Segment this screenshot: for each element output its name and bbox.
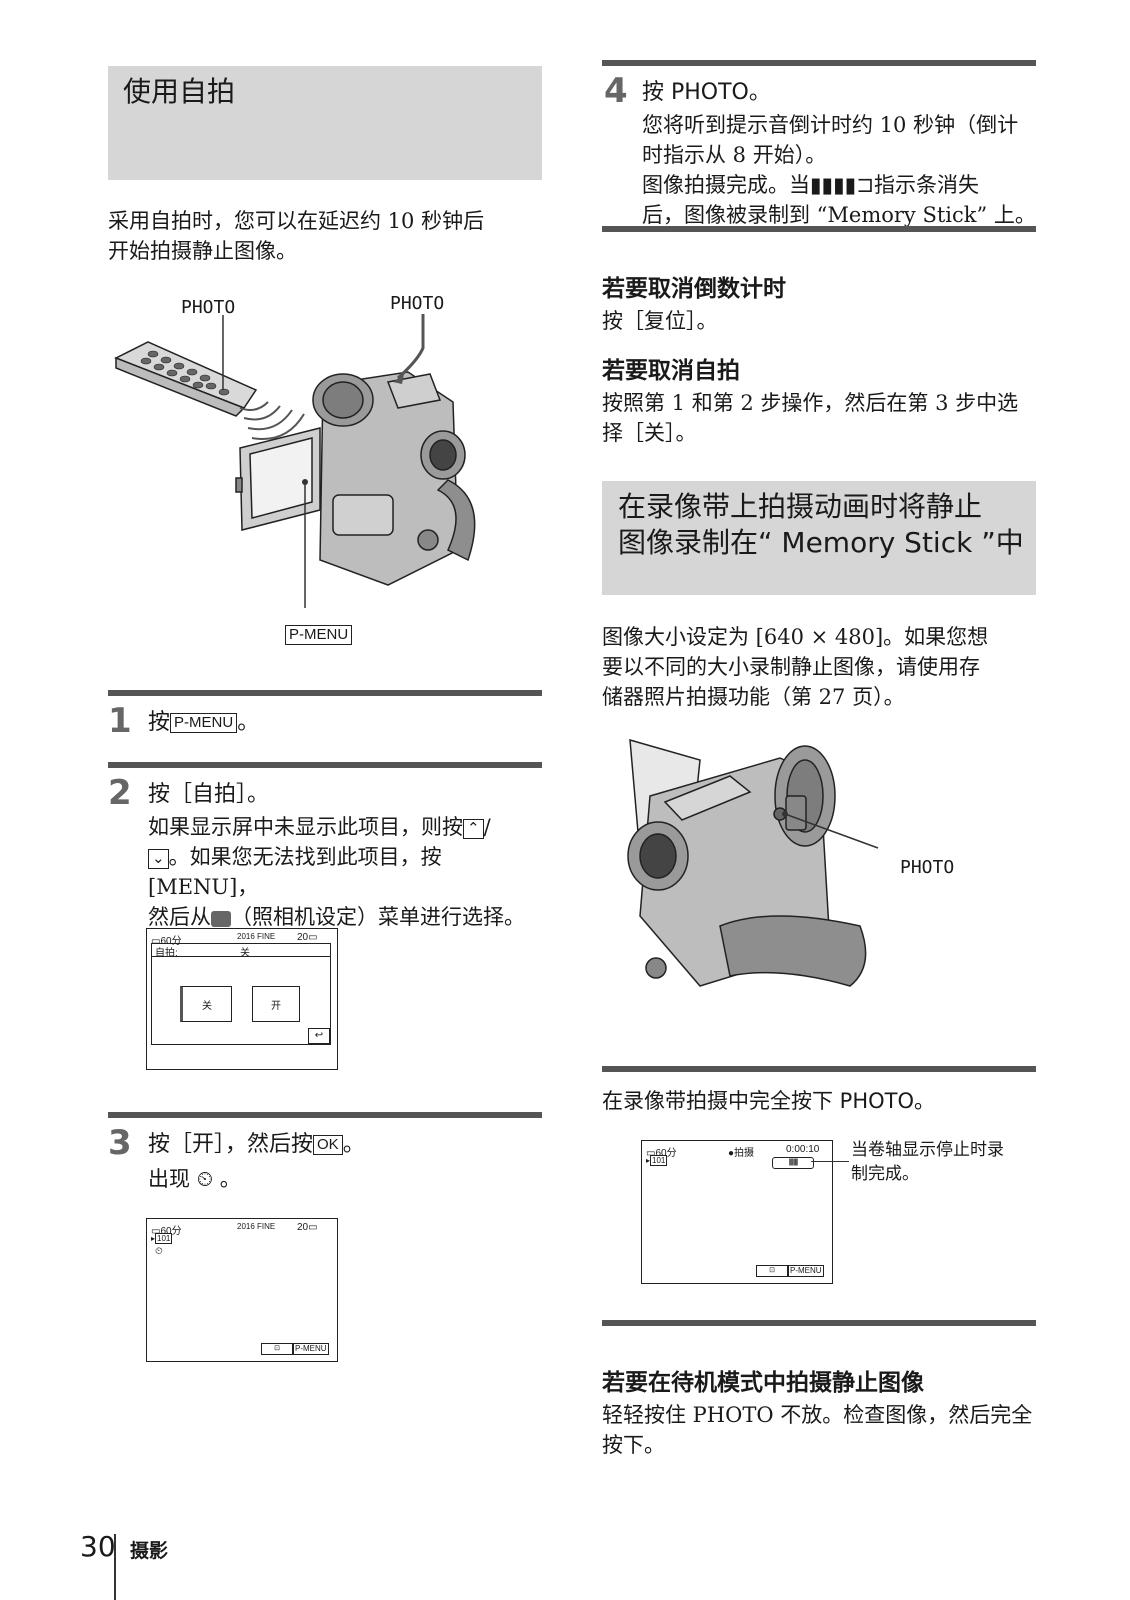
pmenu-button: P-MENU [170, 713, 238, 733]
pmenu-label: P-MENU [285, 624, 353, 645]
section-title-line2: 图像录制在“ Memory Stick ”中 [618, 526, 1024, 559]
section-header-tape-still: 在录像带上拍摄动画时将静止 图像录制在“ Memory Stick ”中 [602, 481, 1036, 595]
cancel-self-timer-text: 按照第 1 和第 2 步操作，然后在第 3 步中选 择［关］。 [602, 391, 1019, 445]
scroll-up-icon: ⌃ [463, 818, 484, 839]
cancel-countdown-title: 若要取消倒数计时 [602, 276, 786, 302]
remote-control [114, 341, 258, 417]
footer-divider [114, 1534, 116, 1600]
signal-waves [239, 401, 305, 440]
lcd-tape-recording: ▭60分 ▸101 ●拍摄 0:00:10 ||||||||||| ⊡ P-ME… [641, 1140, 833, 1284]
camcorder [312, 371, 476, 586]
off-button[interactable]: 关 [180, 986, 232, 1022]
camcorder-remote-illustration [114, 314, 476, 608]
step1-rule [108, 690, 542, 696]
lcd-self-timer-menu: ▭60分 2016 FINE 20▭ 自拍: 关 关 开 ↩ [146, 928, 338, 1070]
step2-title: 按［自拍］。 [148, 782, 270, 807]
section-header-self-timer: 使用自拍 [108, 66, 542, 180]
scroll-down-icon: ⌄ [148, 848, 169, 869]
review-icon[interactable]: ⊡ [261, 1343, 293, 1355]
recording-status: ●拍摄 [728, 1148, 755, 1159]
memory-stick-icon: ⊐ [856, 173, 875, 197]
step1-number: 1 [108, 701, 132, 741]
step3-rule [108, 1112, 542, 1118]
reel-note: 当卷轴显示停止时录 制完成。 [851, 1140, 1004, 1184]
photo-label-camera: PHOTO [390, 293, 445, 314]
folder-icon: 101 [155, 1233, 173, 1244]
step3-body: 出现 ⏲ 。 [148, 1167, 241, 1191]
step4-bottom-rule [602, 226, 1036, 232]
cancel-countdown-text: 按［复位］。 [602, 309, 718, 333]
camera-settings-icon [211, 910, 231, 927]
section-title: 使用自拍 [123, 75, 236, 108]
lcd-self-timer-active: ▭60分 2016 FINE 20▭ ▸101 ⏲ ⊡ P-MENU [146, 1218, 338, 1362]
step2-number: 2 [108, 773, 132, 813]
step4-number: 4 [604, 71, 628, 111]
step4-body: 您将听到提示音倒计时约 10 秒钟（倒计 时指示从 8 开始）。 图像拍摄完成。… [642, 113, 1036, 227]
intro-text: 采用自拍时，您可以在延迟约 10 秒钟后 开始拍摄静止图像。 [108, 209, 485, 263]
tape-reel-indicator: ||||||||||| [772, 1157, 814, 1169]
review-icon[interactable]: ⊡ [756, 1265, 788, 1277]
standby-rule [602, 1320, 1036, 1326]
chapter-label: 摄影 [130, 1540, 169, 1562]
ok-button: OK [313, 1135, 343, 1155]
camcorder-illustration [627, 738, 879, 987]
section2-text: 图像大小设定为 [640 × 480]。如果您想 要以不同的大小录制静止图像，请… [602, 625, 989, 709]
tape-step-rule [602, 1066, 1036, 1072]
photo-label-remote: PHOTO [181, 297, 236, 318]
cancel-self-timer-title: 若要取消自拍 [602, 358, 740, 384]
memory-stick-icon: ▭ [308, 932, 318, 943]
standby-text: 轻轻按住 PHOTO 不放。检查图像，然后完全 按下。 [602, 1403, 1033, 1457]
folder-icon: 101 [650, 1155, 668, 1166]
self-timer-icon: ⏲ [155, 1246, 163, 1257]
return-icon[interactable]: ↩ [308, 1028, 330, 1044]
lcd-panel [235, 427, 321, 531]
battery-icon: ▭ [646, 1148, 656, 1159]
lcd-pointer-line [811, 1161, 849, 1162]
pmenu-button[interactable]: P-MENU [293, 1343, 329, 1355]
step2-body: 如果显示屏中未显示此项目，则按⌃/ ⌄。如果您无法找到此项目，按 [MENU]，… [148, 815, 525, 929]
timecode: 0:00:10 [786, 1144, 820, 1155]
on-button[interactable]: 开 [252, 986, 300, 1022]
photo-label: PHOTO [900, 857, 955, 878]
section-title-line1: 在录像带上拍摄动画时将静止 [618, 490, 983, 523]
step4-rule [602, 60, 1036, 66]
progress-bar-icon: ▮▮▮▮ [810, 172, 857, 197]
step4-title: 按 PHOTO。 [642, 80, 771, 105]
self-timer-icon: ⏲ [196, 1167, 214, 1191]
standby-title: 若要在待机模式中拍摄静止图像 [602, 1370, 924, 1396]
battery-icon: ▭ [151, 1226, 161, 1237]
memory-stick-icon: ▭ [308, 1222, 318, 1233]
step2-rule [108, 762, 542, 768]
battery-icon: ▭ [151, 936, 161, 947]
tape-step-text: 在录像带拍摄中完全按下 PHOTO。 [602, 1089, 936, 1113]
step3-number: 3 [108, 1123, 132, 1163]
pmenu-button[interactable]: P-MENU [788, 1265, 824, 1277]
page-number: 30 [80, 1530, 116, 1563]
